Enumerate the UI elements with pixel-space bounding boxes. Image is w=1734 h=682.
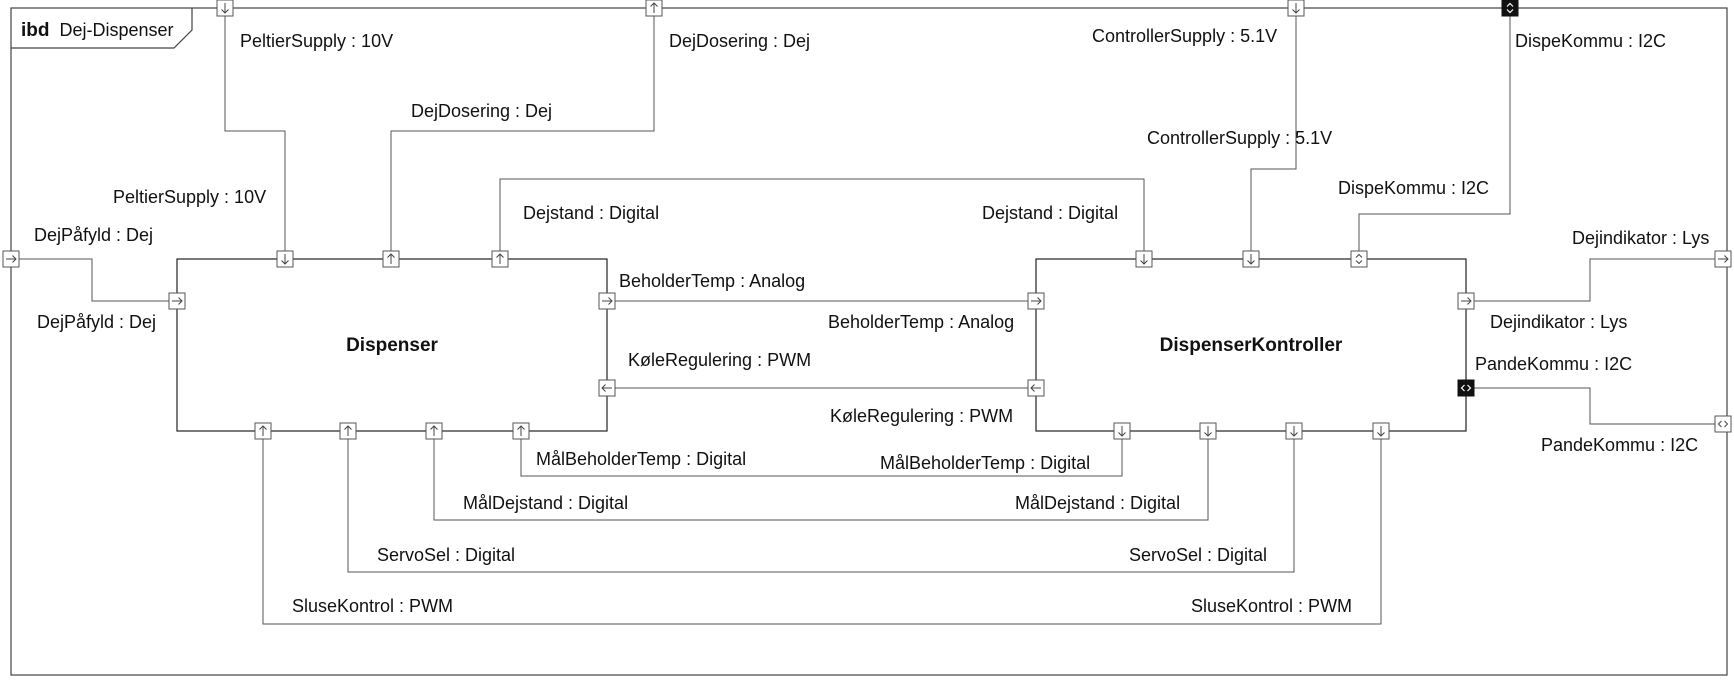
port-dispenser-mal-dejstand (425, 422, 443, 440)
port-dispenser-dejstand (491, 250, 509, 268)
label-pande-outer: PandeKommu : I2C (1541, 435, 1698, 455)
label-sluse-left: SluseKontrol : PWM (292, 596, 453, 616)
diagram-heading: ibd Dej-Dispenser (21, 20, 174, 41)
label-peltier-top: PeltierSupply : 10V (240, 31, 393, 51)
connector-mal-beholder-temp (520, 439, 1123, 477)
label-dispe-inner: DispeKommu : I2C (1338, 178, 1489, 198)
port-frame-dispe-kommu (1501, 0, 1519, 17)
connector-controller-supply (1250, 16, 1297, 251)
label-servo-left: ServoSel : Digital (377, 545, 515, 565)
port-kontroller-dejindikator (1457, 292, 1475, 310)
label-kole-left: KøleRegulering : PWM (628, 350, 811, 370)
label-mal-dejstand-left: MålDejstand : Digital (463, 493, 628, 513)
connector-dejindikator (1474, 258, 1715, 302)
port-dispenser-mal-beholder (512, 422, 530, 440)
connector-servo-sel (347, 439, 1295, 573)
ports-left[interactable] (598, 379, 1045, 397)
connector-dej-dosering (390, 16, 655, 251)
label-pande-inner: PandeKommu : I2C (1475, 354, 1632, 374)
port-frame-pande-kommu (1714, 415, 1732, 433)
diagram-frame (10, 7, 1728, 676)
label-peltier-inner: PeltierSupply : 10V (113, 187, 266, 207)
label-dejstand-left: Dejstand : Digital (523, 203, 659, 223)
label-sluse-right: SluseKontrol : PWM (1191, 596, 1352, 616)
label-servo-right: ServoSel : Digital (1129, 545, 1267, 565)
connector-dejstand (499, 178, 1145, 251)
dispenserkontroller-block-title: DispenserKontroller (1160, 335, 1343, 356)
label-mal-beholder-left: MålBeholderTemp : Digital (536, 449, 746, 469)
ports-right[interactable] (2, 250, 1732, 310)
connector-peltier-supply (224, 16, 286, 251)
port-frame-dosering (645, 0, 663, 17)
port-dispenser-kole (598, 379, 616, 397)
port-kontroller-mal-beholder (1113, 422, 1131, 440)
port-dispenser-sluse (254, 422, 272, 440)
port-dispenser-dosering (382, 250, 400, 268)
port-dispenser-peltier (276, 250, 294, 268)
port-frame-dejindikator (1714, 250, 1732, 268)
connector-sluse-kontrol (262, 439, 1382, 625)
port-kontroller-supply (1242, 250, 1260, 268)
connector-labels: PeltierSupply : 10V PeltierSupply : 10V … (34, 26, 1709, 616)
label-indikator-outer: Dejindikator : Lys (1572, 228, 1709, 248)
port-dispenser-servo (339, 422, 357, 440)
connectors (19, 16, 1715, 625)
port-kontroller-dispe-kommu (1350, 250, 1368, 268)
port-dispenser-pafyld (168, 292, 186, 310)
label-beholder-left: BeholderTemp : Analog (619, 271, 805, 291)
label-mal-beholder-right: MålBeholderTemp : Digital (880, 453, 1090, 473)
port-kontroller-kole (1027, 379, 1045, 397)
dispenser-block-title: Dispenser (346, 335, 438, 356)
label-dejstand-right: Dejstand : Digital (982, 203, 1118, 223)
label-kole-right: KøleRegulering : PWM (830, 406, 1013, 426)
port-kontroller-pande-kommu (1457, 379, 1475, 397)
label-beholder-right: BeholderTemp : Analog (828, 312, 1014, 332)
port-kontroller-mal-dejstand (1199, 422, 1217, 440)
port-dispenser-beholder-temp (598, 292, 616, 310)
port-kontroller-sluse (1372, 422, 1390, 440)
connector-pande-kommu (1474, 387, 1715, 425)
port-frame-controller-supply (1287, 0, 1305, 17)
port-frame-peltier (216, 0, 234, 17)
diagram-kind: ibd (21, 20, 50, 41)
ports-bidirectional[interactable] (1350, 0, 1732, 433)
label-dispe-top: DispeKommu : I2C (1515, 31, 1666, 51)
connector-dej-pafyld (19, 258, 169, 302)
label-dosering-inner: DejDosering : Dej (411, 101, 552, 121)
label-mal-dejstand-right: MålDejstand : Digital (1015, 493, 1180, 513)
label-dosering-top: DejDosering : Dej (669, 31, 810, 51)
label-controller-supply-top: ControllerSupply : 5.1V (1092, 26, 1277, 46)
port-frame-pafyld (2, 250, 20, 268)
connector-dispe-kommu (1358, 16, 1511, 251)
label-pafyld-outer: DejPåfyld : Dej (34, 225, 153, 245)
port-kontroller-dejstand (1135, 250, 1153, 268)
label-controller-supply-inner: ControllerSupply : 5.1V (1147, 128, 1332, 148)
label-pafyld-inner: DejPåfyld : Dej (37, 312, 156, 332)
diagram-title: Dej-Dispenser (60, 20, 174, 40)
connector-mal-dejstand (433, 439, 1209, 521)
ports-out-up[interactable] (254, 0, 663, 440)
ports-in-down[interactable] (216, 0, 1390, 440)
port-kontroller-servo (1285, 422, 1303, 440)
port-kontroller-beholder-temp (1027, 292, 1045, 310)
label-indikator-inner: Dejindikator : Lys (1490, 312, 1627, 332)
frame-tab (11, 8, 193, 49)
